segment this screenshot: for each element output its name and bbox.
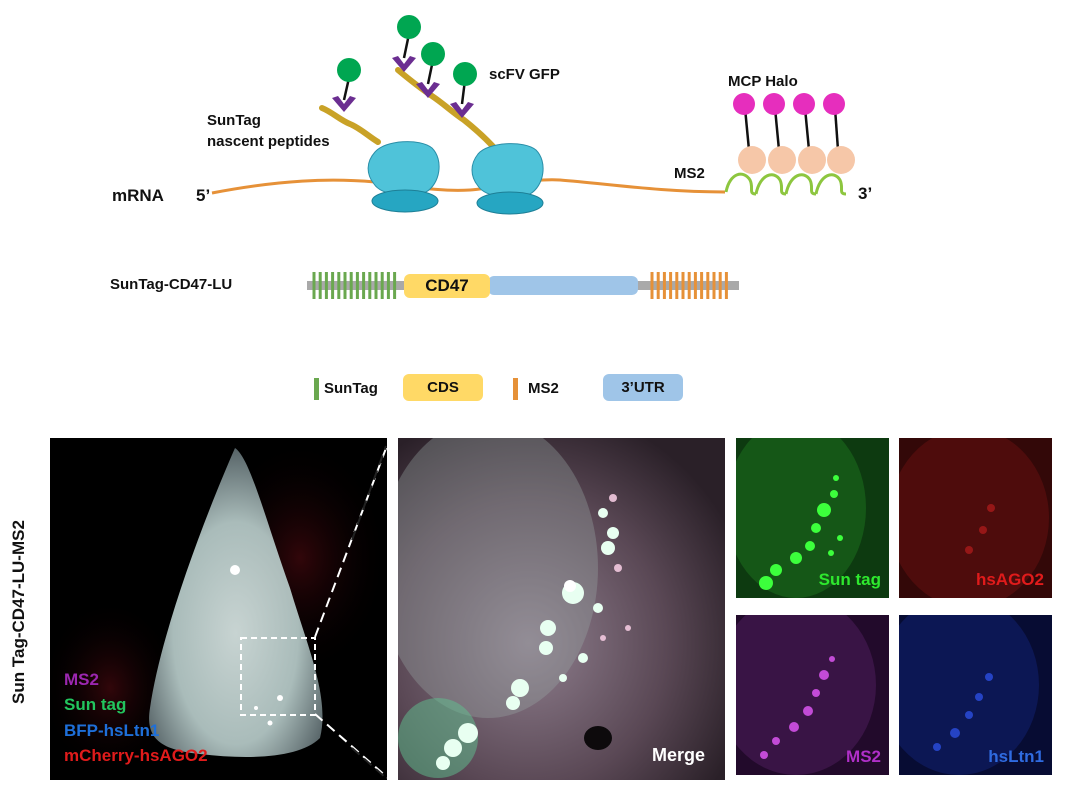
merge-label: Merge bbox=[651, 745, 705, 765]
merge-image bbox=[398, 438, 725, 780]
suntag-label-line2: nascent peptides bbox=[207, 133, 330, 150]
ms2-schematic-label: MS2 bbox=[674, 165, 705, 182]
suntag-peptide-chain-2 bbox=[395, 67, 501, 155]
merge-image-panel: Merge bbox=[398, 438, 725, 780]
legend-ms2-swatch bbox=[513, 378, 518, 400]
scfv-gfp-3 bbox=[416, 42, 445, 98]
legend-suntag-label: SunTag bbox=[324, 380, 378, 397]
legend-suntag-channel: Sun tag bbox=[64, 695, 127, 714]
three-prime-label: 3’ bbox=[858, 184, 873, 203]
construct-map bbox=[307, 272, 739, 299]
scfv-gfp-label: scFV GFP bbox=[489, 66, 560, 83]
hsago2-channel-label: hsAGO2 bbox=[975, 570, 1044, 589]
hsago2-channel-image bbox=[899, 438, 1052, 598]
suntag-channel-panel: Sun tag bbox=[736, 438, 889, 598]
suntag-channel-label: Sun tag bbox=[818, 570, 881, 589]
legend: SunTag CDS MS2 3’UTR bbox=[0, 370, 1080, 406]
ms2-stemloops bbox=[724, 172, 847, 196]
hsltn1-channel-panel: hsLtn1 bbox=[899, 615, 1052, 775]
legend-cds-swatch bbox=[403, 374, 483, 401]
ribosome-2 bbox=[471, 143, 544, 215]
hsltn1-channel-image bbox=[899, 615, 1052, 775]
legend-cds-label: CDS bbox=[427, 379, 459, 396]
hsago2-channel-panel: hsAGO2 bbox=[899, 438, 1052, 598]
scfv-gfp-1 bbox=[332, 58, 361, 112]
five-prime-label: 5’ bbox=[196, 186, 211, 205]
ms2-channel-label: MS2 bbox=[846, 747, 881, 766]
cds-label: CD47 bbox=[425, 276, 469, 295]
legend-bfp-channel: BFP-hsLtn1 bbox=[64, 721, 160, 740]
ms2-channel-panel: MS2 bbox=[736, 615, 889, 775]
suntag-peptide-chain-1 bbox=[319, 105, 381, 145]
mrna-label: mRNA bbox=[112, 186, 164, 205]
mcp-halo-complexes bbox=[733, 93, 855, 174]
mrna-strand bbox=[211, 178, 726, 195]
zoom-region-box bbox=[240, 637, 316, 716]
legend-ms2-label: MS2 bbox=[528, 380, 559, 397]
suntag-repeats bbox=[312, 272, 397, 299]
scfv-gfp-4 bbox=[450, 62, 477, 118]
ms2-channel-image bbox=[736, 615, 889, 775]
microscopy-vertical-label: Sun Tag-CD47-LU-MS2 bbox=[9, 520, 28, 704]
overview-cell-image bbox=[50, 438, 387, 778]
suntag-label-line1: SunTag bbox=[207, 112, 261, 129]
hsltn1-channel-label: hsLtn1 bbox=[988, 747, 1044, 766]
ribosome-1 bbox=[367, 141, 440, 213]
translation-schematic bbox=[211, 15, 855, 215]
legend-3utr-swatch bbox=[603, 374, 683, 401]
legend-ms2-channel: MS2 bbox=[64, 670, 99, 689]
scfv-gfp-2 bbox=[392, 15, 421, 72]
legend-3utr-label: 3’UTR bbox=[621, 379, 665, 396]
ms2-repeats bbox=[650, 272, 728, 299]
mcp-halo-label: MCP Halo bbox=[728, 73, 798, 90]
construct-name: SunTag-CD47-LU bbox=[110, 276, 233, 293]
legend-suntag-swatch bbox=[314, 378, 319, 400]
legend-mcherry-channel: mCherry-hsAGO2 bbox=[64, 746, 208, 765]
suntag-channel-image bbox=[736, 438, 889, 598]
overview-image-panel: MS2 Sun tag BFP-hsLtn1 mCherry-hsAGO2 bbox=[50, 438, 387, 780]
